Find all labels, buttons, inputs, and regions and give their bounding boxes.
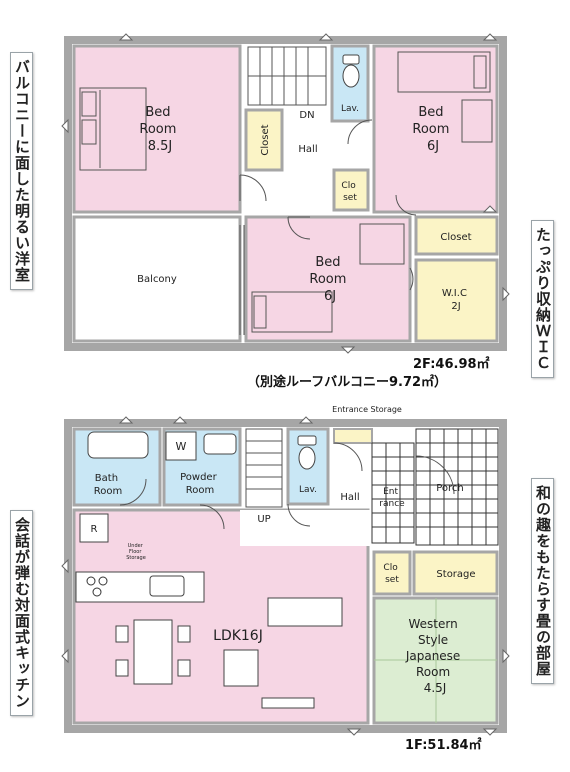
bed-center [251, 223, 405, 333]
bedroom-6j-right-label: Bed Room 6J [412, 105, 453, 154]
ldk-label: LDK16J [213, 628, 263, 644]
toilet-2f [342, 54, 360, 88]
tatami-lines [374, 598, 497, 723]
closet-2f [414, 215, 499, 256]
floor-2-plan: Bed Room 8.5J Bed Room 6J Bed Room 6J Cl… [61, 33, 510, 354]
up-label: UP [257, 514, 270, 525]
storage-1f-label: Storage [436, 569, 475, 580]
doors-1f [119, 442, 363, 530]
washing-machine [165, 431, 197, 461]
entrance-label: Ent rance [379, 487, 405, 509]
japanese-room-label: Western Style Japanese Room 4.5J [405, 617, 464, 695]
refrigerator [79, 513, 109, 543]
bedroom-6j-center-label: Bed Room 6J [309, 255, 350, 304]
fridge-label: R [91, 524, 98, 535]
dn-label: DN [299, 110, 314, 121]
closet-small-2f-label: Clo set [341, 181, 358, 203]
lavatory-1f-label: Lav. [299, 485, 317, 495]
washer-label: W [176, 440, 187, 453]
doors-2f [239, 119, 417, 291]
callout-tatami-room: 和の趣をもたらす畳の部屋 [531, 478, 554, 684]
balcony [72, 215, 242, 343]
lavatory-2f-label: Lav. [341, 104, 359, 114]
staircase-1f [245, 428, 283, 508]
bedroom-8-5j-label: Bed Room 8.5J [139, 105, 180, 154]
closet-1f-label: Clo set [383, 563, 400, 585]
staircase-2f [247, 46, 327, 106]
porch-tiles [372, 428, 499, 546]
entrance-tiles [371, 442, 415, 544]
porch-door [415, 455, 455, 495]
closet-1f [372, 550, 412, 596]
storage-1f [412, 550, 499, 596]
roof-balcony-area: （別途ルーフバルコニー9.72㎡） [247, 375, 448, 390]
tv-board [261, 697, 315, 709]
closet-2f-label: Closet [440, 232, 471, 243]
entrance-storage-label: Entrance Storage [332, 405, 402, 414]
callout-ample-storage-wic: たっぷり収納ＷＩＣ [531, 220, 554, 378]
porch-label: Porch [436, 483, 464, 494]
kitchen-sink [149, 575, 185, 597]
hall-1f-label: Hall [340, 492, 359, 503]
powder-room-label: Powder Room [180, 472, 220, 496]
floor-1-area: 1F:51.84㎡ [405, 738, 482, 753]
callout-bright-western-room: バルコニーに面した明るい洋室 [10, 52, 33, 290]
toilet-1f [297, 435, 317, 470]
wall-markers-2f [61, 33, 510, 354]
kitchen-counter [75, 571, 205, 603]
hall-2f-label: Hall [298, 144, 317, 155]
dining-table [133, 619, 173, 685]
bed-left [79, 87, 147, 171]
closet-vertical [244, 108, 284, 172]
bedroom-8-5j [72, 44, 242, 214]
entrance-storage [333, 428, 373, 444]
stove-icon [86, 576, 108, 597]
closet-small-2f [332, 168, 370, 212]
bath-room-label: Bath Room [94, 473, 122, 497]
under-floor-storage-label: Under Floor Storage [126, 543, 146, 561]
closet-vertical-label: Closet [260, 124, 271, 155]
sofa [267, 597, 343, 627]
bathtub [87, 431, 149, 459]
callout-face-to-face-kitchen: 会話が弾む対面式キッチン [10, 510, 33, 716]
bedroom-6j-right [372, 44, 499, 214]
washbasin [203, 433, 237, 455]
floor-2-area: 2F:46.98㎡ [413, 357, 490, 372]
walk-in-closet [414, 258, 499, 343]
floor-1-plan: Entrance Storage Bath Room Powder Room W… [61, 405, 510, 736]
bed-right [397, 51, 493, 143]
bedroom-6j-center [244, 215, 412, 343]
wic-label: W.I.C 2J [442, 288, 470, 312]
balcony-label: Balcony [137, 274, 177, 285]
hall-1f [240, 510, 370, 546]
wall-markers-1f [61, 416, 510, 736]
dining-chairs [115, 625, 191, 677]
balcony-window [239, 225, 245, 335]
armchair [223, 649, 259, 687]
